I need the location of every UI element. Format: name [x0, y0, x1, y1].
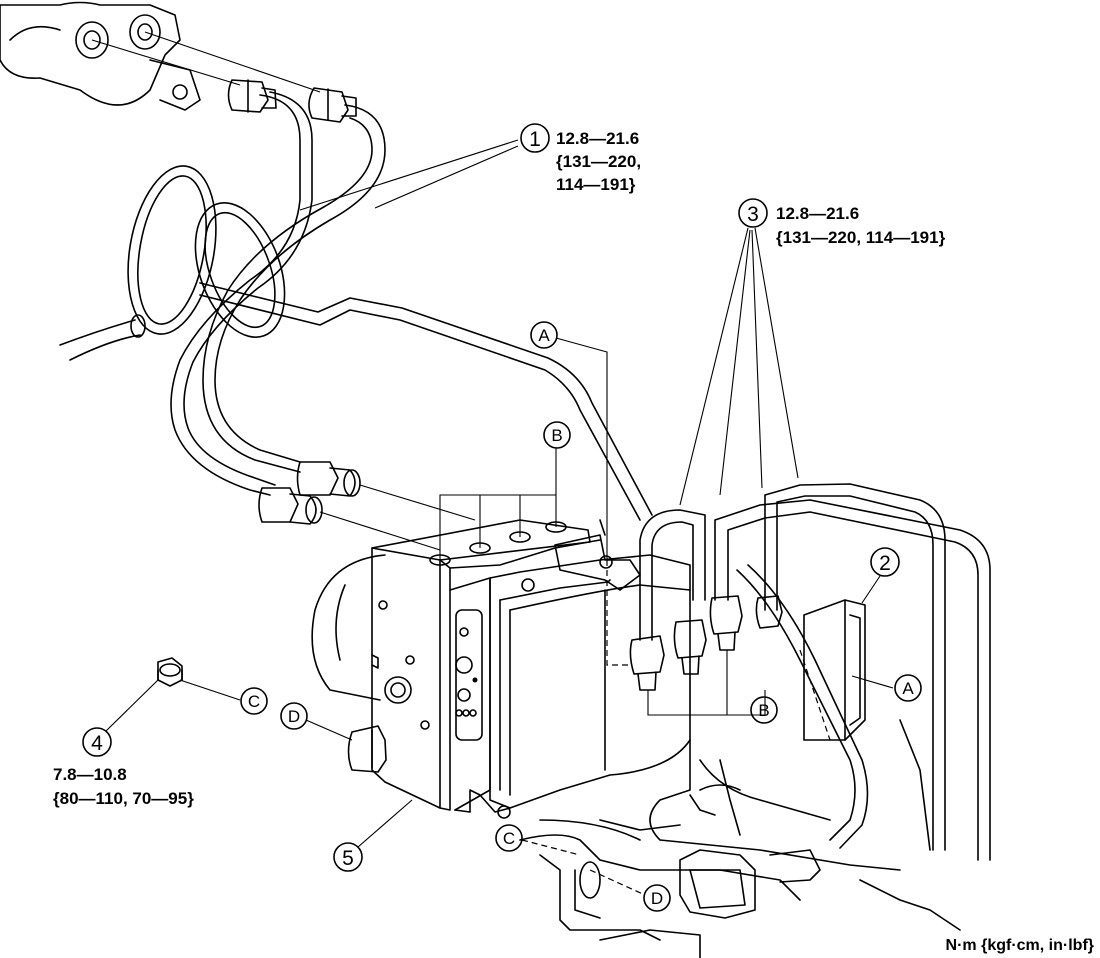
torque-value: 12.8—21.6: [556, 129, 639, 148]
leader-line-3: [754, 227, 799, 479]
brake-pipe-1: [170, 91, 313, 496]
leader-line-3: [751, 229, 763, 489]
leader-line: [144, 31, 321, 93]
torque-units-label: N·m {kgf·cm, in·lbf}: [946, 937, 1094, 954]
svg-text:A: A: [538, 326, 550, 345]
leader-line-1: [374, 145, 519, 209]
letter-callout-a: A: [530, 321, 558, 349]
leader-line-5: [357, 799, 413, 848]
leader-line-4: [105, 679, 159, 732]
svg-text:B: B: [551, 426, 562, 445]
svg-text:C: C: [503, 829, 515, 848]
letter-callout-d: D: [643, 884, 671, 912]
leader-line-1: [299, 139, 519, 211]
torque-value: {131—220,: [556, 152, 641, 171]
reference-line-d: [589, 869, 646, 896]
leader-line-3: [719, 229, 751, 496]
torque-value: {80—110, 70—95}: [53, 789, 194, 808]
leader-line-3: [679, 227, 749, 506]
torque-spec-4: 7.8—10.8 {80—110, 70—95}: [53, 765, 194, 808]
pipe-fitting: [673, 619, 707, 675]
callout-4: 4: [82, 727, 112, 757]
brake-pipes-right: [639, 483, 991, 861]
svg-text:1: 1: [529, 128, 541, 151]
bracket-b-right: [647, 690, 766, 716]
pipe-fitting: [308, 87, 357, 123]
torque-value: 114—191}: [556, 175, 636, 194]
torque-value: 7.8—10.8: [53, 765, 127, 784]
callout-3: 3: [738, 198, 768, 228]
leader-line-d: [305, 719, 353, 741]
pipe-fitting: [629, 635, 665, 691]
letter-callout-d: D: [280, 702, 308, 730]
letter-callout-b: B: [750, 696, 778, 724]
brake-pipe-loop: [59, 165, 286, 361]
pipe-fitting: [227, 79, 277, 113]
leader-line-a: [555, 337, 608, 560]
svg-text:3: 3: [747, 203, 759, 226]
svg-text:4: 4: [91, 732, 103, 755]
reference-line-a: [799, 649, 831, 741]
torque-value: {131—220, 114—191}: [776, 228, 946, 247]
nut-4: [157, 657, 183, 687]
master-cylinder: [0, 1, 201, 111]
bracket-b-top: [439, 494, 557, 560]
connector: [803, 599, 866, 741]
svg-text:D: D: [288, 707, 300, 726]
leader-line: [359, 484, 476, 521]
brake-pipe-long: [199, 282, 653, 521]
letter-callout-c: C: [495, 824, 523, 852]
reference-line-a: [606, 560, 632, 666]
svg-text:A: A: [902, 679, 914, 698]
svg-text:2: 2: [879, 552, 891, 575]
svg-text:C: C: [248, 692, 260, 711]
brake-pipe-2: [202, 104, 386, 473]
leader-line: [319, 511, 441, 551]
torque-spec-3: 12.8—21.6 {131—220, 114—191}: [776, 204, 946, 247]
svg-text:5: 5: [342, 847, 354, 870]
letter-callout-c: C: [240, 687, 268, 715]
leader-line-2: [861, 575, 881, 604]
leader-line-c: [179, 679, 241, 701]
leader-line: [91, 39, 241, 86]
callout-5: 5: [333, 842, 363, 872]
pipe-fitting: [258, 487, 323, 525]
callout-2: 2: [870, 547, 900, 577]
chassis: [519, 739, 961, 958]
svg-text:D: D: [651, 889, 663, 908]
pipe-fitting: [709, 595, 743, 651]
pipe-fitting: [296, 461, 361, 497]
torque-spec-1: 12.8—21.6 {131—220, 114—191}: [556, 129, 641, 194]
callout-1: 1: [520, 123, 550, 153]
svg-text:B: B: [758, 701, 769, 720]
pipe-fitting: [755, 595, 783, 629]
letter-callout-a: A: [894, 674, 922, 702]
reference-line-c: [521, 839, 581, 856]
letter-callout-b: B: [543, 421, 571, 449]
torque-value: 12.8—21.6: [776, 204, 859, 223]
leader-line-a2: [851, 675, 894, 689]
